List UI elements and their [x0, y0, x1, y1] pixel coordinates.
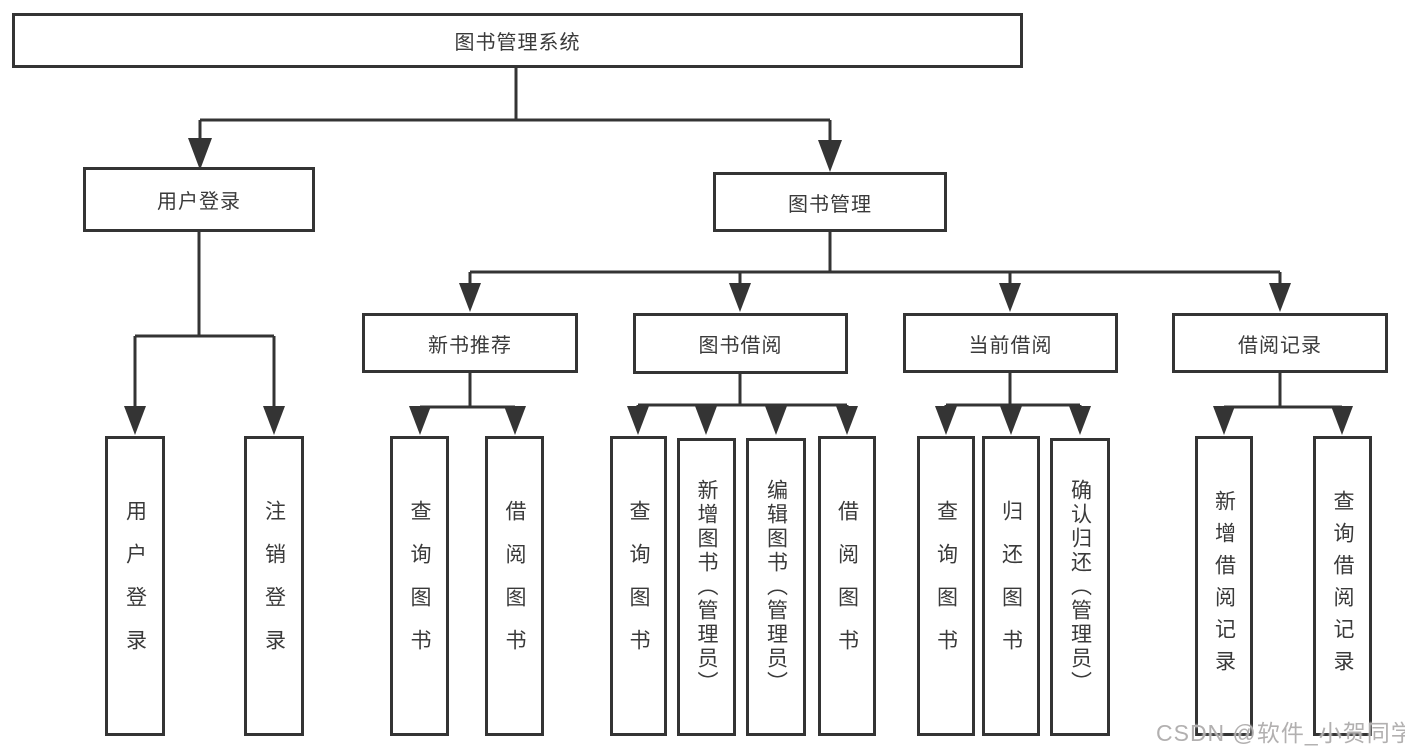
leaf-label: 查询图书 — [408, 500, 431, 672]
node-current-borrowing: 当前借阅 — [903, 313, 1118, 373]
leaf-add-book-admin: 新增图书（管理员） — [677, 438, 736, 736]
node-book-borrowing: 图书借阅 — [633, 313, 848, 374]
node-user-login: 用户登录 — [83, 167, 315, 232]
leaf-label: 编辑图书（管理员） — [764, 479, 788, 695]
leaf-borrow-books-borrowing: 借阅图书 — [818, 436, 876, 736]
leaf-label: 查询图书 — [934, 500, 958, 672]
leaf-label: 借阅图书 — [835, 500, 859, 672]
node-label: 借阅记录 — [1238, 334, 1322, 357]
leaf-label: 归还图书 — [999, 500, 1023, 672]
leaf-label: 用户登录 — [123, 500, 147, 672]
leaf-query-books-borrowing: 查询图书 — [610, 436, 667, 736]
node-label: 图书借阅 — [698, 335, 783, 357]
leaf-borrow-books-recommend: 借阅图书 — [485, 436, 544, 736]
leaf-label: 新增借阅记录 — [1212, 490, 1236, 682]
leaf-query-borrow-record: 查询借阅记录 — [1313, 436, 1372, 736]
node-book-management: 图书管理 — [713, 172, 947, 232]
node-borrowing-records: 借阅记录 — [1172, 313, 1388, 373]
node-label: 图书管理 — [788, 193, 872, 216]
leaf-label: 查询借阅记录 — [1331, 490, 1354, 682]
leaf-confirm-return-admin: 确认归还（管理员） — [1050, 438, 1110, 736]
node-label: 当前借阅 — [968, 334, 1053, 357]
node-label: 新书推荐 — [428, 334, 512, 357]
node-label: 图书管理系统 — [454, 32, 581, 54]
leaf-user-login: 用户登录 — [105, 436, 165, 736]
leaf-label: 新增图书（管理员） — [695, 479, 718, 695]
leaf-return-books: 归还图书 — [982, 436, 1040, 736]
node-new-book-recommendation: 新书推荐 — [362, 313, 578, 373]
leaf-edit-book-admin: 编辑图书（管理员） — [746, 438, 806, 736]
node-label: 用户登录 — [157, 191, 241, 213]
leaf-query-books-current: 查询图书 — [917, 436, 975, 736]
leaf-label: 借阅图书 — [503, 500, 526, 672]
leaf-label: 确认归还（管理员） — [1068, 479, 1092, 695]
leaf-add-borrow-record: 新增借阅记录 — [1195, 436, 1253, 736]
leaf-logout: 注销登录 — [244, 436, 304, 736]
arrowheads — [124, 138, 1353, 435]
leaf-label: 注销登录 — [262, 500, 286, 672]
node-library-management-system: 图书管理系统 — [12, 13, 1023, 68]
csdn-watermark: CSDN @软件_小贺同学 — [1156, 720, 1405, 746]
leaf-query-books-recommend: 查询图书 — [390, 436, 449, 736]
leaf-label: 查询图书 — [627, 500, 650, 672]
